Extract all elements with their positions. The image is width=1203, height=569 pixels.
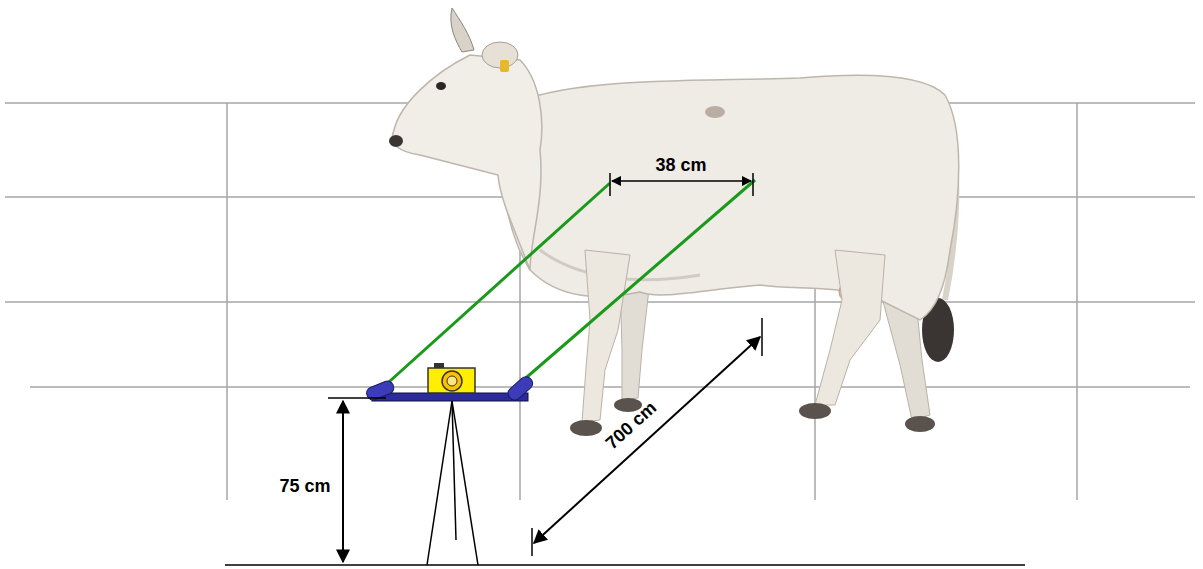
camera-lens-inner (447, 376, 457, 386)
tripod-leg (427, 401, 452, 565)
ear-tag (500, 60, 509, 72)
cow-hoof (905, 416, 935, 432)
cow-leg (620, 280, 650, 400)
dimension-label: 75 cm (277, 477, 332, 497)
dimension-line (612, 180, 751, 182)
dimension-tick (609, 173, 611, 196)
grid-line (30, 386, 1190, 388)
sight-line (380, 183, 610, 390)
dimension-tick (531, 528, 533, 556)
dimension-label: 38 cm (653, 156, 708, 176)
cow-eye (436, 82, 446, 90)
cow-body (500, 75, 959, 320)
camera-rig (365, 363, 535, 403)
cow-hoof (570, 420, 602, 436)
grid-line (1076, 103, 1078, 500)
dimension-line (342, 401, 344, 562)
dimension-75 (328, 398, 386, 562)
cow (389, 8, 959, 436)
platform-cap (506, 374, 536, 402)
dimension-tick (752, 173, 754, 196)
sight-line (520, 180, 755, 383)
platform-bar (372, 393, 528, 401)
tripod (427, 401, 478, 565)
grid-line (226, 103, 228, 500)
dimension-line (534, 337, 760, 543)
cow-spot (705, 106, 725, 118)
dimension-label: 700 cm (601, 397, 662, 455)
cow-horn (451, 8, 474, 52)
dimension-tick (328, 397, 386, 399)
cow-nose (389, 135, 403, 147)
cow-leg (582, 250, 630, 422)
ground-line (225, 564, 1025, 566)
tripod-leg (452, 401, 478, 565)
cow-head (392, 55, 541, 270)
dimension-700 (532, 318, 762, 556)
cow-hoof (799, 403, 831, 419)
dimension-38 (610, 173, 753, 196)
camera-lens (442, 371, 462, 391)
camera-body (428, 368, 475, 393)
tripod-leg (452, 401, 456, 540)
sight-lines (380, 180, 755, 390)
cow-leg (815, 250, 885, 405)
dimension-tick (761, 318, 763, 356)
